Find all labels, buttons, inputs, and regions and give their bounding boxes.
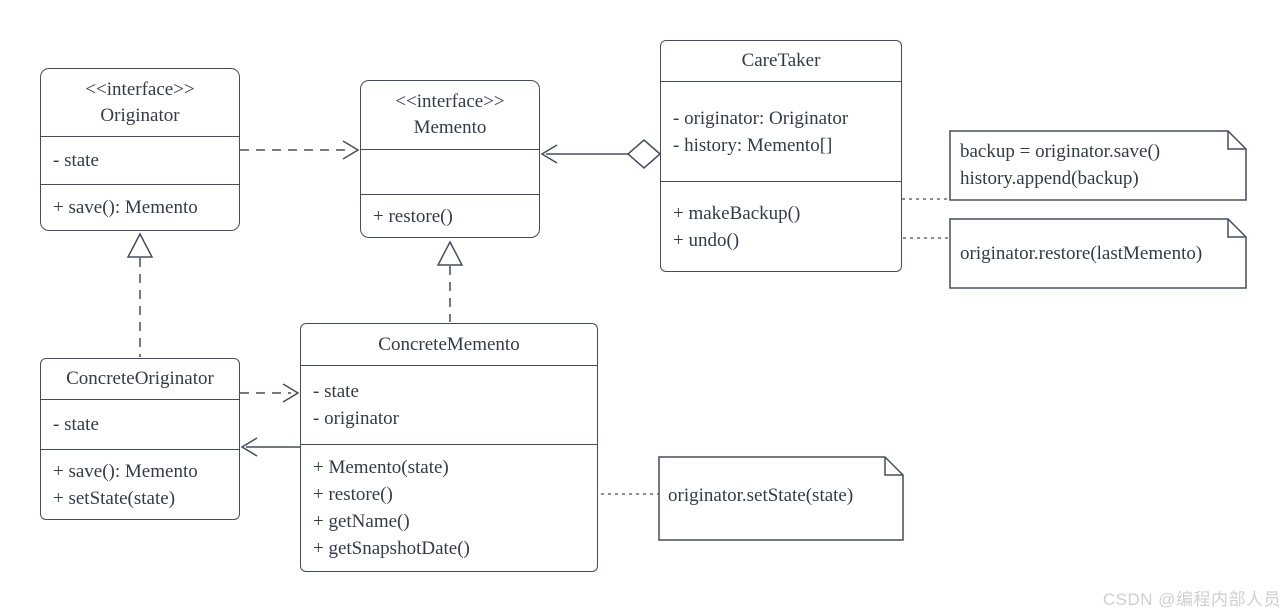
realization-concretememento-to-memento	[436, 240, 464, 322]
method: + save(): Memento	[53, 197, 198, 218]
class-name: ConcreteOriginator	[66, 368, 214, 389]
class-originator-header: <<interface>> Originator	[41, 69, 239, 136]
class-concrete-memento-header: ConcreteMemento	[301, 324, 597, 365]
association-arrow-concretememento-to-concreteoriginator	[240, 437, 300, 457]
method: + Memento(state)	[313, 457, 449, 478]
aggregation-caretaker-to-memento	[540, 139, 662, 169]
dependency-arrow-originator-to-memento	[240, 140, 360, 160]
class-name: ConcreteMemento	[378, 333, 520, 355]
hollow-diamond-icon	[626, 139, 662, 169]
note-set-state: originator.setState(state)	[668, 482, 853, 509]
method: + undo()	[673, 229, 740, 251]
class-concrete-originator: ConcreteOriginator - state + save(): Mem…	[40, 358, 240, 520]
class-caretaker-methods: + makeBackup() + undo()	[661, 181, 901, 271]
class-memento-methods: + restore()	[361, 194, 539, 237]
class-concrete-originator-header: ConcreteOriginator	[41, 359, 239, 399]
class-caretaker-header: CareTaker	[661, 41, 901, 81]
class-caretaker: CareTaker - originator: Originator - his…	[660, 40, 902, 272]
method: + restore()	[313, 484, 393, 505]
class-name: Originator	[100, 104, 180, 126]
class-caretaker-attributes: - originator: Originator - history: Meme…	[661, 81, 901, 181]
note-line: backup = originator.save()	[960, 141, 1161, 162]
note-shape-undo	[949, 218, 1247, 289]
hollow-triangle-icon	[436, 240, 464, 266]
attribute: - originator	[313, 408, 400, 429]
method: + save(): Memento	[53, 460, 198, 482]
method: + setState(state)	[53, 487, 176, 509]
note-line: originator.restore(lastMemento)	[960, 243, 1203, 264]
note-make-backup: backup = originator.save() history.appen…	[960, 138, 1160, 192]
note-line: history.append(backup)	[960, 168, 1139, 189]
note-shape-set-state	[658, 456, 904, 541]
class-concrete-originator-attributes: - state	[41, 399, 239, 449]
method: + restore()	[373, 205, 453, 227]
class-concrete-originator-methods: + save(): Memento + setState(state)	[41, 449, 239, 519]
class-name: CareTaker	[741, 50, 821, 71]
class-memento: <<interface>> Memento + restore()	[360, 80, 540, 238]
stereotype-label: <<interface>>	[85, 78, 195, 100]
class-name: Memento	[413, 117, 487, 138]
class-concrete-memento: ConcreteMemento - state - originator + M…	[300, 323, 598, 572]
attribute: - state	[313, 381, 359, 402]
class-originator-methods: + save(): Memento	[41, 184, 239, 230]
method: + makeBackup()	[673, 202, 801, 224]
stereotype-label: <<interface>>	[395, 91, 505, 112]
note-shape-make-backup	[949, 130, 1247, 201]
attribute: - history: Memento[]	[673, 134, 833, 156]
note-line: originator.setState(state)	[668, 485, 854, 506]
method: + getSnapshotDate()	[313, 538, 470, 559]
attribute: - state	[53, 150, 99, 171]
method: + getName()	[313, 511, 410, 532]
class-concrete-memento-attributes: - state - originator	[301, 365, 597, 444]
class-originator-attributes: - state	[41, 136, 239, 184]
attribute: - state	[53, 414, 99, 435]
class-originator: <<interface>> Originator - state + save(…	[40, 68, 240, 231]
class-memento-header: <<interface>> Memento	[361, 81, 539, 149]
realization-concreteoriginator-to-originator	[126, 232, 154, 357]
attribute: - originator: Originator	[673, 107, 849, 129]
hollow-triangle-icon	[126, 232, 154, 258]
dependency-arrow-concreteoriginator-to-concretememento	[240, 383, 300, 403]
class-memento-attributes	[361, 149, 539, 194]
csdn-watermark: CSDN @编程内部人员	[1102, 590, 1281, 609]
class-concrete-memento-methods: + Memento(state) + restore() + getName()…	[301, 444, 597, 571]
note-undo: originator.restore(lastMemento)	[960, 240, 1202, 267]
